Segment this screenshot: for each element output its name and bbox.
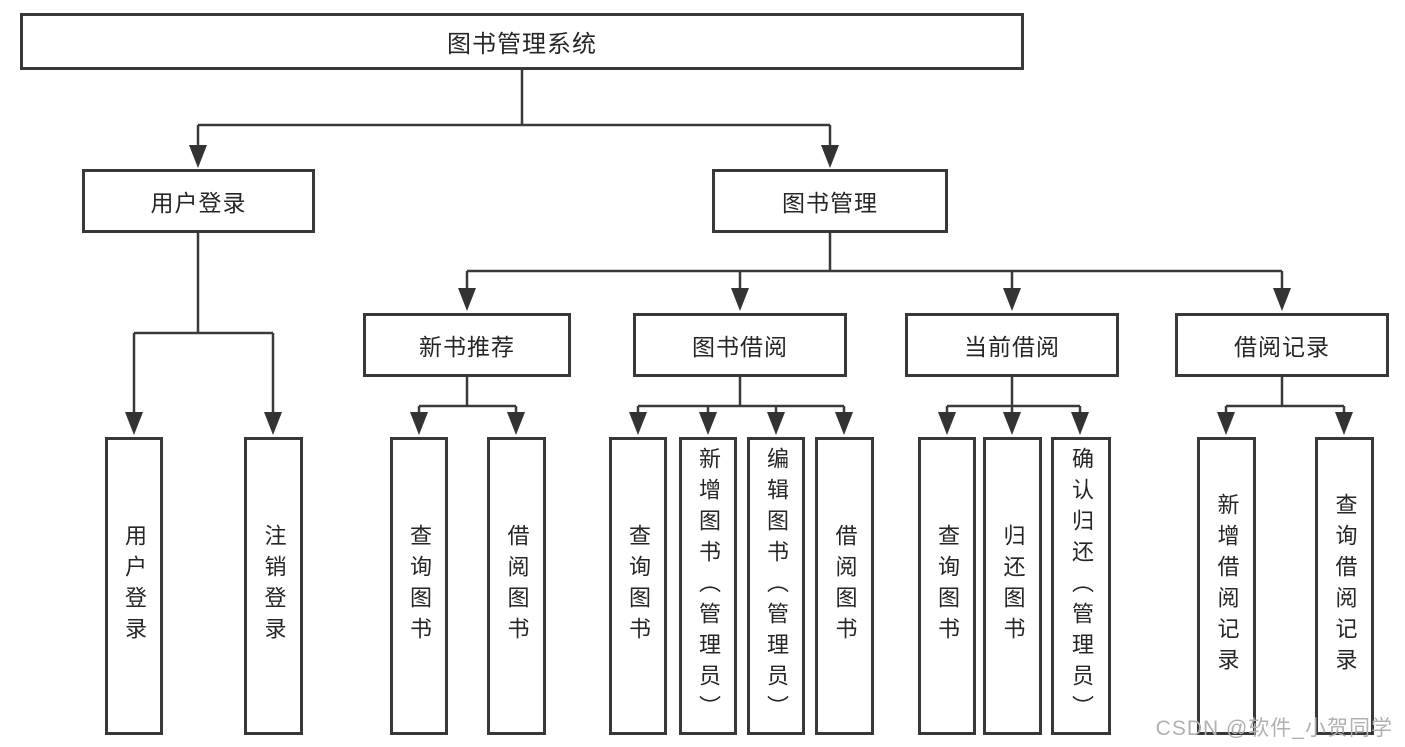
connector-newbook-to-leaves (417, 377, 518, 414)
leaf-label: 查询借阅记录 (1332, 493, 1358, 679)
arrow-down-icon (629, 412, 647, 435)
leaf-borrow-books: 借阅图书 (815, 437, 874, 735)
connector-userlogin-to-leaves (132, 233, 275, 414)
leaf-label: 注销登录 (261, 524, 287, 648)
arrow-down-icon (1273, 288, 1291, 311)
arrow-down-icon (1003, 412, 1021, 435)
connector-bookmgmt-to-level3 (465, 233, 1284, 291)
node-current-borrowing: 当前借阅 (905, 313, 1119, 377)
arrow-down-icon (731, 288, 749, 311)
leaf-query-books-current: 查询图书 (918, 437, 976, 735)
csdn-watermark: CSDN @软件_小贺同学 (1155, 717, 1393, 740)
leaf-add-books-admin: 新增图书（管理员） (679, 437, 737, 735)
leaf-logout: 注销登录 (244, 437, 303, 735)
leaf-add-borrow-record: 新增借阅记录 (1197, 437, 1256, 735)
node-label: 借阅记录 (1234, 334, 1330, 360)
arrow-down-icon (189, 145, 207, 168)
leaf-label: 新增借阅记录 (1214, 493, 1240, 679)
leaf-label: 新增图书（管理员） (696, 446, 721, 726)
leaf-confirm-return-admin: 确认归还（管理员） (1051, 437, 1111, 735)
node-label: 当前借阅 (964, 334, 1060, 360)
node-borrowing-records: 借阅记录 (1175, 313, 1389, 377)
node-library-management-system: 图书管理系统 (20, 13, 1024, 70)
leaf-label: 借阅图书 (832, 524, 858, 648)
leaf-query-books-recommend: 查询图书 (390, 437, 448, 735)
arrow-down-icon (821, 145, 839, 168)
leaf-query-borrow-record: 查询借阅记录 (1315, 437, 1374, 735)
node-user-login: 用户登录 (82, 169, 315, 233)
node-book-management: 图书管理 (712, 169, 948, 233)
node-label: 用户登录 (150, 190, 247, 216)
connector-records-to-leaves (1224, 377, 1346, 414)
leaf-query-books-borrow: 查询图书 (609, 437, 667, 735)
arrow-down-icon (699, 412, 717, 435)
arrow-down-icon (1335, 412, 1353, 435)
arrow-down-icon (458, 288, 476, 311)
leaf-label: 归还图书 (1000, 524, 1026, 648)
arrow-down-icon (410, 412, 428, 435)
leaf-borrow-books-recommend: 借阅图书 (487, 437, 546, 735)
arrow-down-icon (125, 412, 143, 435)
node-label: 新书推荐 (419, 334, 515, 360)
arrow-down-icon (1217, 412, 1235, 435)
arrow-down-icon (767, 412, 785, 435)
node-label: 图书借阅 (692, 334, 788, 360)
leaf-label: 借阅图书 (504, 524, 530, 648)
arrow-down-icon (938, 412, 956, 435)
arrow-down-icon (1071, 412, 1089, 435)
node-book-borrowing: 图书借阅 (633, 313, 847, 377)
leaf-label: 查询图书 (626, 524, 651, 648)
node-new-book-recommend: 新书推荐 (363, 313, 571, 377)
node-label: 图书管理 (782, 190, 878, 216)
leaf-edit-books-admin: 编辑图书（管理员） (747, 437, 805, 735)
leaf-user-login: 用户登录 (105, 437, 163, 735)
arrow-down-icon (1003, 288, 1021, 311)
connector-borrow-to-leaves (636, 377, 846, 414)
arrow-down-icon (835, 412, 853, 435)
leaf-return-books: 归还图书 (983, 437, 1042, 735)
leaf-label: 查询图书 (407, 524, 432, 648)
arrow-down-icon (264, 412, 282, 435)
connector-current-to-leaves (945, 377, 1082, 414)
arrow-down-icon (507, 412, 525, 435)
leaf-label: 查询图书 (935, 524, 960, 648)
leaf-label: 确认归还（管理员） (1069, 446, 1094, 726)
connector-root-to-level2 (196, 70, 832, 148)
leaf-label: 编辑图书（管理员） (764, 446, 789, 726)
leaf-label: 用户登录 (122, 524, 147, 648)
node-label: 图书管理系统 (447, 31, 597, 58)
